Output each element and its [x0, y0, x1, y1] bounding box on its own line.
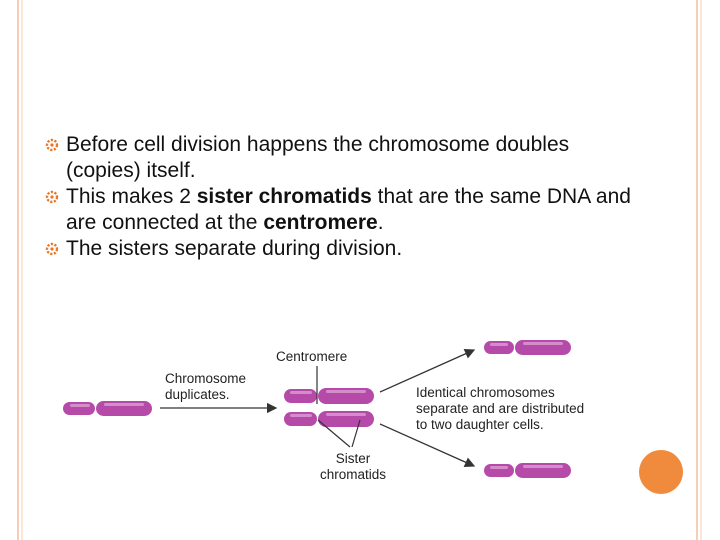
sister-pointer-left — [317, 419, 351, 448]
bullet-text: Before cell division happens the chromos… — [66, 133, 570, 182]
label-sister-line1: Sister — [336, 451, 371, 466]
sister-pointer-right — [351, 419, 361, 448]
bullet-text-pre: This makes 2 — [66, 185, 197, 208]
gear-bullet-icon — [45, 138, 59, 152]
bullet-text-post: . — [377, 211, 384, 234]
duplicated-chromosome — [284, 388, 374, 427]
bullet-item: Before cell division happens the chromos… — [45, 132, 645, 184]
gear-bullet-icon — [45, 190, 59, 204]
accent-circle — [639, 450, 683, 494]
bullet-list: Before cell division happens the chromos… — [45, 132, 645, 262]
term-centromere: centromere — [263, 211, 378, 234]
label-identical-line3: to two daughter cells. — [416, 417, 544, 432]
bullet-item: This makes 2 sister chromatids that are … — [45, 184, 645, 236]
label-chromosome-line2: duplicates. — [165, 387, 230, 402]
label-centromere: Centromere — [276, 349, 347, 364]
label-identical-line2: separate and are distributed — [416, 401, 584, 416]
bullet-text: The sisters separate during division. — [66, 237, 403, 260]
bullet-text-mid: that are the same DNA and are connected … — [66, 185, 631, 234]
daughter-chromosome-bottom — [484, 463, 571, 478]
daughter-chromosome-top — [484, 340, 571, 355]
term-sister-chromatids: sister chromatids — [196, 185, 372, 208]
separation-arrow-down — [379, 423, 476, 468]
label-sister-line2: chromatids — [320, 467, 386, 482]
label-identical-line1: Identical chromosomes — [416, 385, 555, 400]
original-chromosome — [63, 401, 152, 416]
separation-arrow-up — [379, 348, 476, 393]
label-chromosome-line1: Chromosome — [165, 371, 246, 386]
bullet-item: The sisters separate during division. — [45, 236, 645, 262]
gear-bullet-icon — [45, 242, 59, 256]
